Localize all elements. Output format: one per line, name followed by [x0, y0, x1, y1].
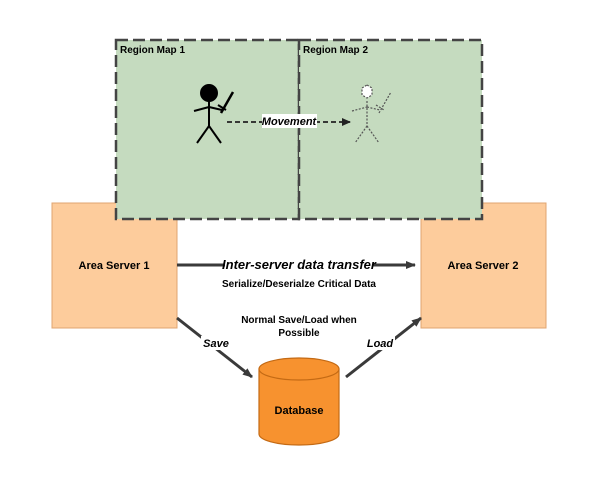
player-ghost-figure-icon — [351, 84, 392, 144]
load-label-bg — [365, 336, 395, 350]
region-map-2 — [297, 38, 484, 221]
save-label-bg — [201, 336, 231, 350]
movement-label-bg — [262, 114, 317, 128]
area-server-1-label: Area Server 1 — [79, 260, 150, 272]
normal-note-line1: Normal Save/Load when — [241, 315, 357, 326]
database-icon — [258, 357, 340, 446]
region-map-2-label: Region Map 2 — [303, 45, 368, 56]
transfer-title-bg — [225, 256, 373, 273]
transfer-subtitle: Serialize/Deserialze Critical Data — [222, 279, 376, 290]
database-label: Database — [275, 405, 324, 417]
normal-note-line2: Possible — [278, 328, 320, 339]
area-server-1-box — [51, 202, 178, 329]
save-label: Save — [203, 338, 229, 350]
region-map-1-label: Region Map 1 — [120, 45, 185, 56]
area-server-2-label: Area Server 2 — [448, 260, 519, 272]
load-label: Load — [367, 338, 394, 350]
area-server-2-box — [420, 202, 547, 329]
transfer-title: Inter-server data transfer — [222, 257, 377, 272]
player-figure-icon — [193, 84, 235, 144]
movement-label: Movement — [262, 116, 318, 128]
